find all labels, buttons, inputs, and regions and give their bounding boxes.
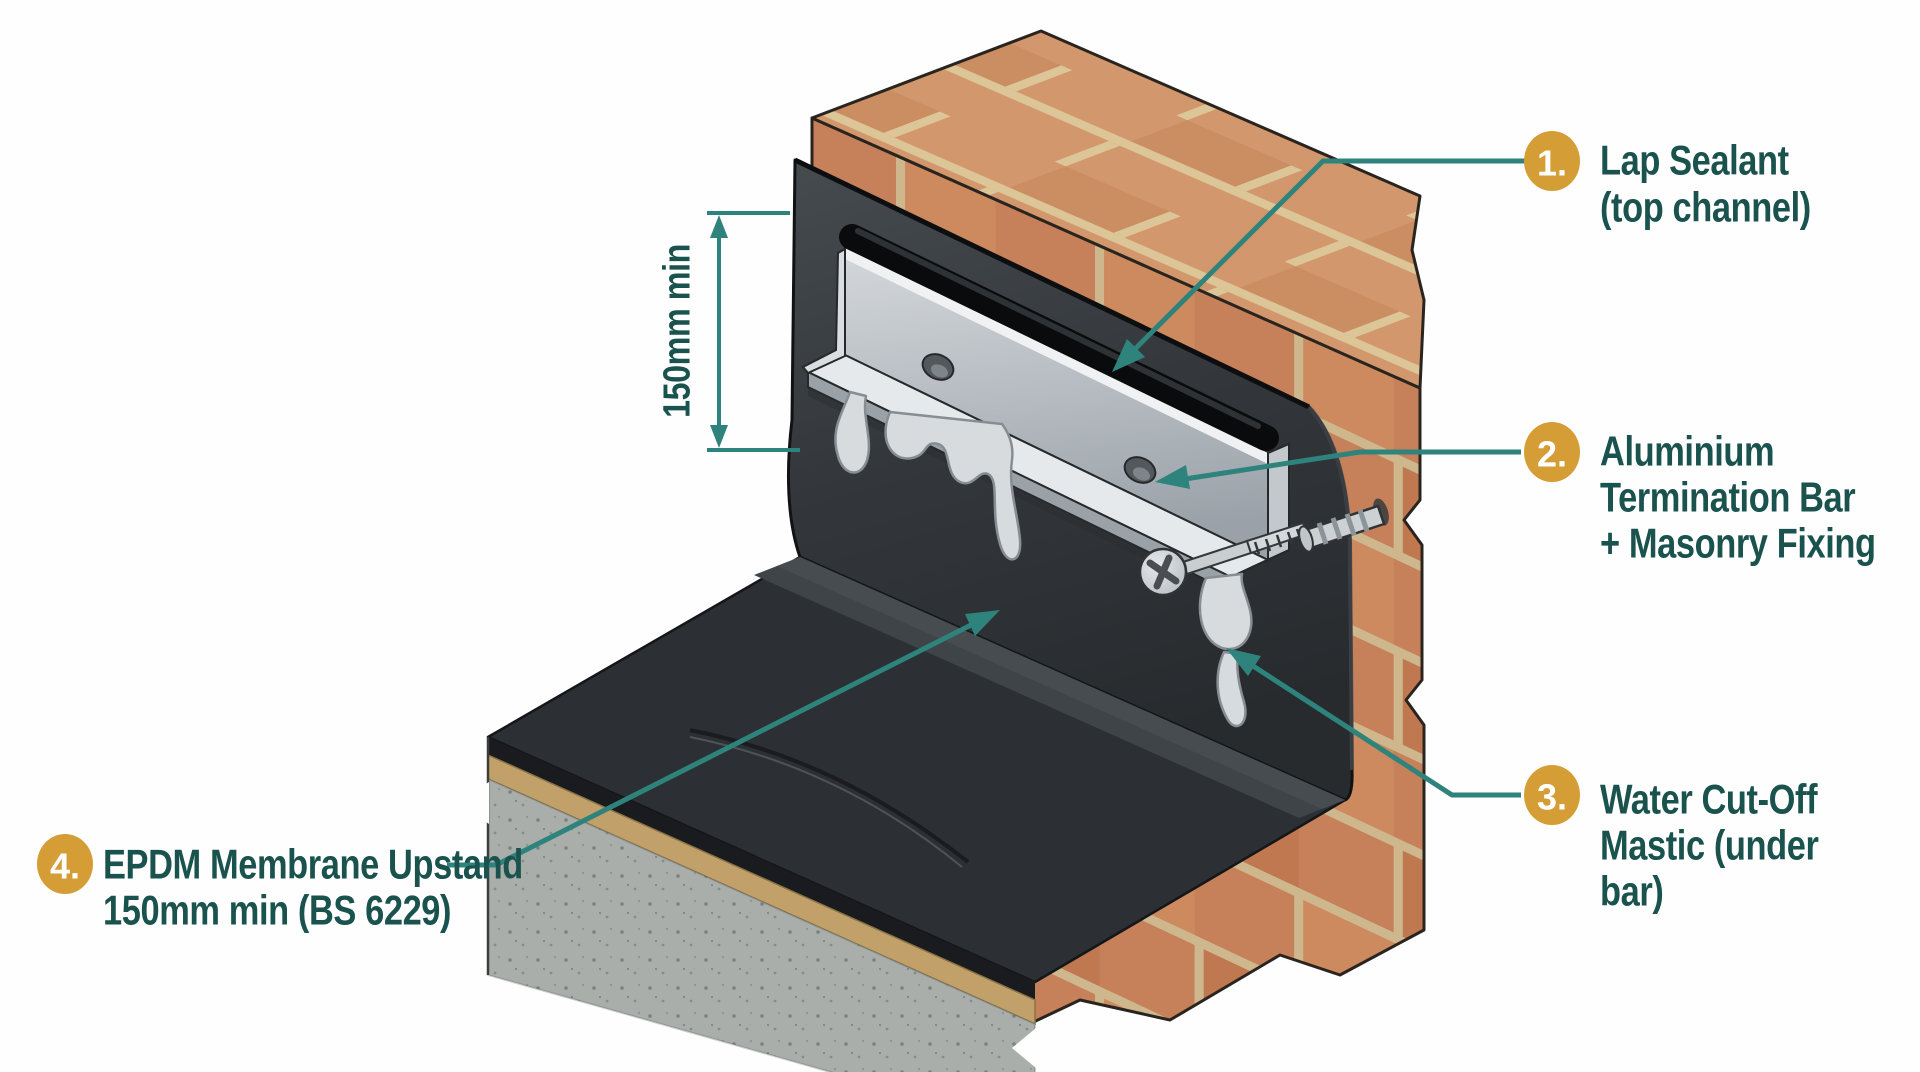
mastic-drip xyxy=(884,410,1022,561)
dimension-label: 150mm min xyxy=(656,244,698,418)
leader-line-1 xyxy=(1128,158,1525,356)
callout-4-number: 4. xyxy=(50,846,80,887)
deck-fillet-highlight xyxy=(777,557,1345,809)
mastic-drip xyxy=(1216,650,1247,728)
mastic-drip xyxy=(834,390,871,474)
callout-3-line: Water Cut-Off xyxy=(1600,776,1818,823)
membrane-top-edge xyxy=(793,157,1311,410)
bar-right-flange-end xyxy=(1230,549,1290,578)
mastic-drip xyxy=(1198,572,1253,651)
masonry-screw xyxy=(1138,521,1309,597)
roof-deck-membrane xyxy=(486,555,1347,984)
fixing-hole xyxy=(921,353,955,381)
callout-4-line: 150mm min (BS 6229) xyxy=(103,887,451,934)
callout-1: 1. Lap Sealant (top channel) xyxy=(1524,131,1811,232)
dimension-arrowheads xyxy=(710,215,728,448)
arrowhead-3 xyxy=(1226,648,1261,676)
callout-1-line: (top channel) xyxy=(1600,184,1811,231)
plug-collar xyxy=(1298,525,1314,553)
callout-3: 3. Water Cut-Off Mastic (under bar) xyxy=(1524,765,1819,916)
wall-plug xyxy=(1298,498,1389,553)
leader-arrowheads xyxy=(965,339,1261,676)
callout-4: 4. EPDM Membrane Upstand 150mm min (BS 6… xyxy=(37,834,523,935)
lap-sealant-bead xyxy=(839,224,1279,451)
callout-2-number: 2. xyxy=(1537,434,1567,475)
callout-3-badge xyxy=(1524,765,1580,825)
callout-2-line: Aluminium xyxy=(1600,428,1774,475)
callout-1-number: 1. xyxy=(1537,143,1567,184)
dimension-annotation: 150mm min xyxy=(656,211,800,452)
callout-4-line: EPDM Membrane Upstand xyxy=(103,841,523,888)
membrane-lap-seam xyxy=(689,728,970,864)
leader-line-3 xyxy=(1248,661,1521,798)
phillips-cross-icon xyxy=(1146,554,1180,590)
torn-edge-notch xyxy=(458,782,489,824)
arrowhead-2 xyxy=(1155,465,1190,489)
callout-1-badge xyxy=(1524,131,1580,191)
callout-2: 2. Aluminium Termination Bar + Masonry F… xyxy=(1524,422,1876,568)
arrowhead-1 xyxy=(1112,339,1145,372)
dimension-lines xyxy=(707,211,800,452)
callout-2-badge xyxy=(1524,422,1580,482)
arrowhead-4 xyxy=(965,610,1000,636)
water-cutoff-mastic xyxy=(834,390,1253,728)
plug-ribs xyxy=(1316,509,1370,545)
fixing-hole xyxy=(1123,456,1157,484)
callout-4-badge xyxy=(37,834,93,894)
bar-top-highlight xyxy=(845,248,1268,464)
callout-2-line: + Masonry Fixing xyxy=(1600,520,1876,567)
leader-line-4 xyxy=(447,621,975,868)
brick-wall-top xyxy=(810,29,1426,390)
leader-lines xyxy=(447,158,1525,868)
callout-3-line: Mastic (under xyxy=(1600,822,1819,869)
callout-3-line: bar) xyxy=(1600,868,1663,915)
leader-line-2 xyxy=(1184,449,1521,482)
callout-1-line: Lap Sealant xyxy=(1600,137,1789,184)
callout-2-line: Termination Bar xyxy=(1600,474,1856,521)
torn-edge-notch xyxy=(1012,1028,1036,1068)
callout-3-number: 3. xyxy=(1537,777,1567,818)
bar-left-end xyxy=(801,247,846,375)
